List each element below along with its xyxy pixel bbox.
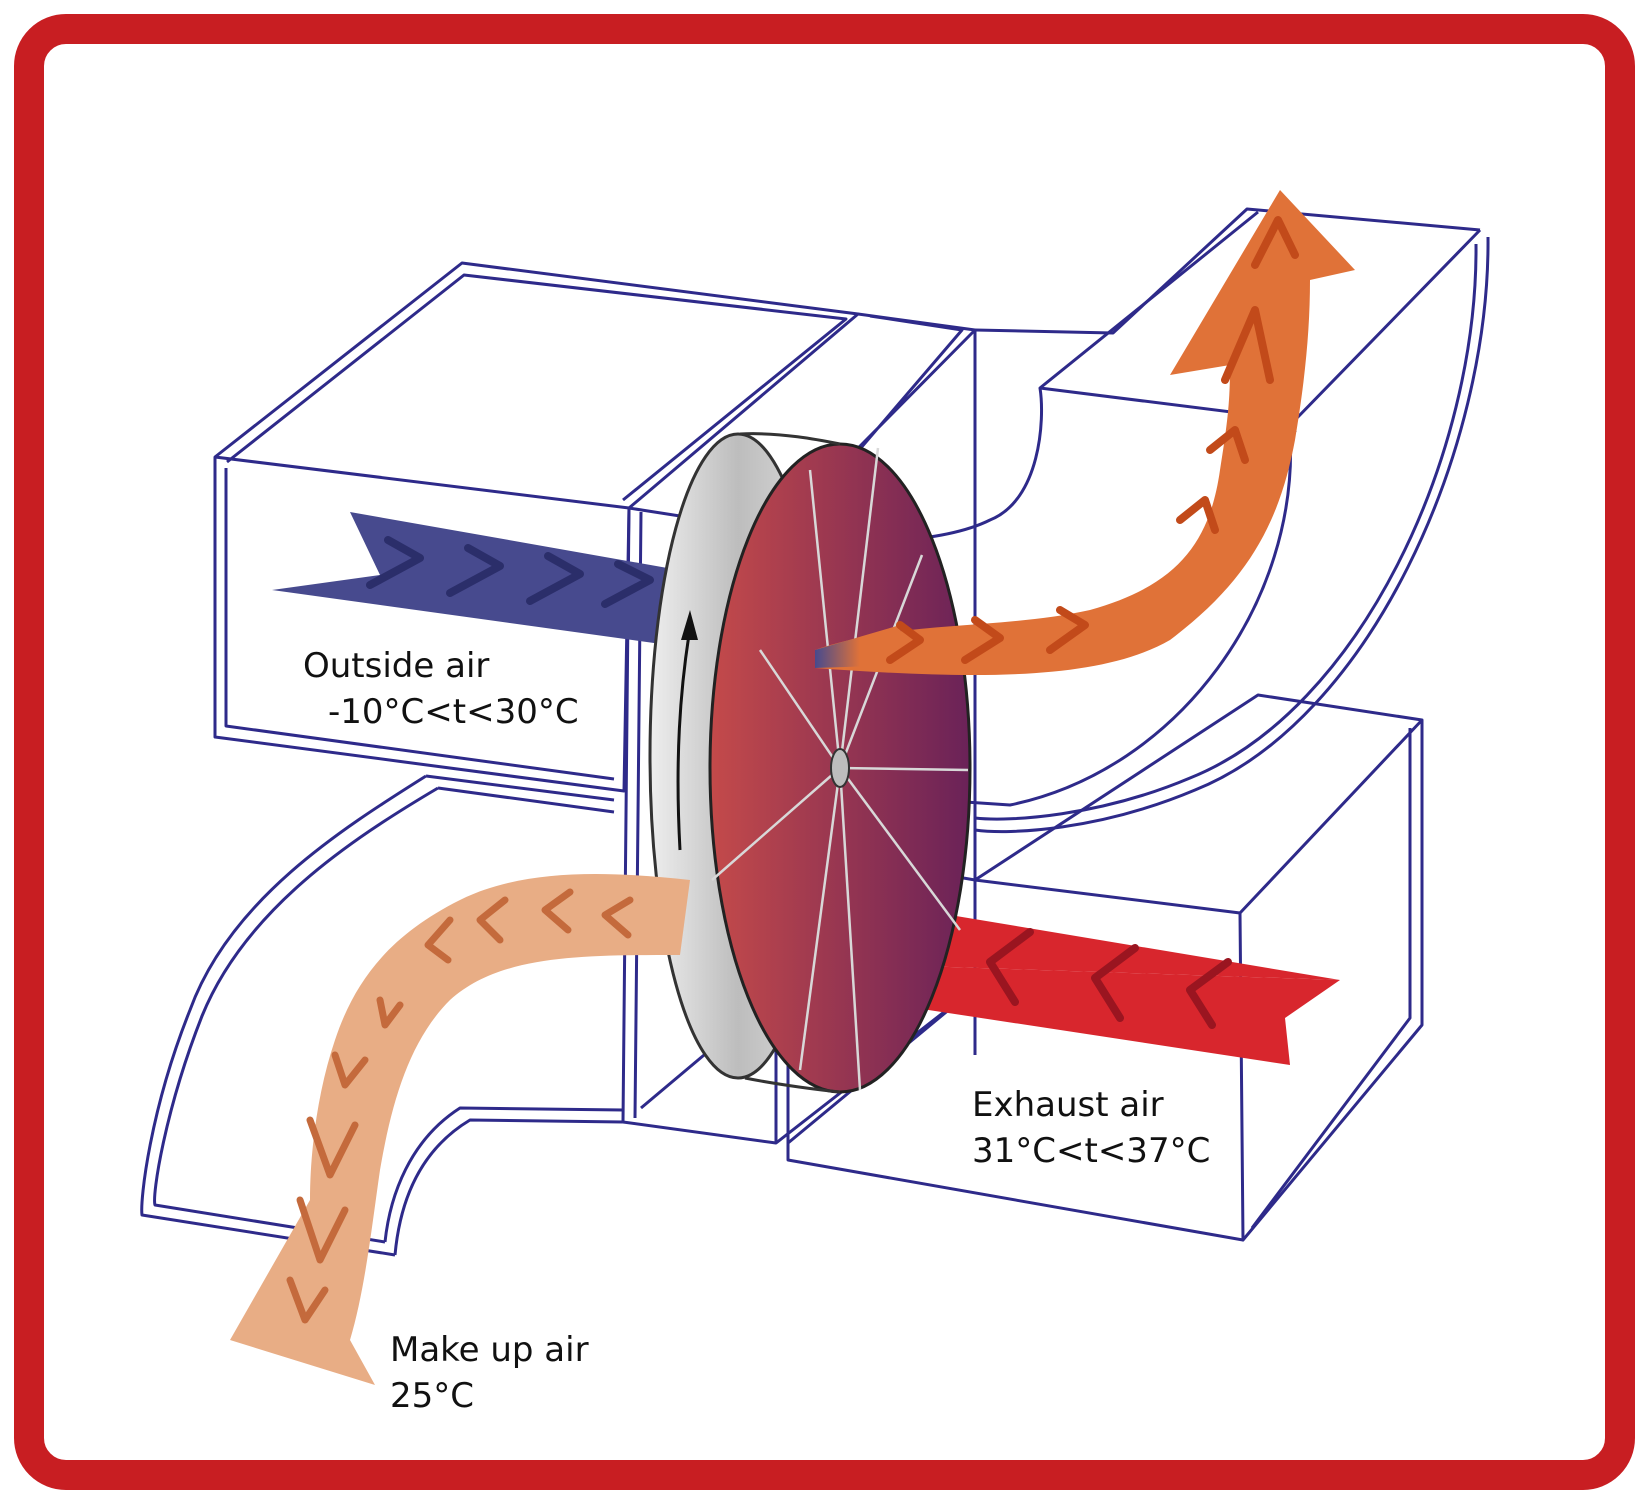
chevron-left-icon [424, 888, 634, 964]
rotation-arrow-icon [676, 610, 698, 851]
make-up-air-label: Make up air 25°C [390, 1327, 589, 1419]
outside-air-arrow [272, 512, 690, 648]
outside-air-name: Outside air [303, 646, 490, 686]
make-up-air-arrow [230, 874, 690, 1385]
outside-air-temp: -10°C<t<30°C [328, 692, 579, 732]
make-up-air-name: Make up air [390, 1330, 589, 1370]
supply-air-arrow [815, 190, 1355, 675]
diagram-border [14, 14, 1635, 1490]
chevron-up-icon [1176, 216, 1299, 534]
wheel-hub [830, 748, 850, 788]
wheel-spokes [711, 447, 969, 1091]
chevron-right-icon [886, 606, 1089, 664]
outside-air-label: Outside air -10°C<t<30°C [303, 643, 579, 735]
chevron-right-icon [366, 536, 654, 608]
exhaust-air-name: Exhaust air [972, 1085, 1164, 1125]
chevron-down-icon [286, 996, 404, 1324]
exhaust-air-label: Exhaust air 31°C<t<37°C [972, 1082, 1210, 1174]
exhaust-air-temp: 31°C<t<37°C [972, 1131, 1211, 1171]
heat-recovery-wheel [648, 432, 972, 1094]
make-up-air-temp: 25°C [390, 1376, 475, 1416]
